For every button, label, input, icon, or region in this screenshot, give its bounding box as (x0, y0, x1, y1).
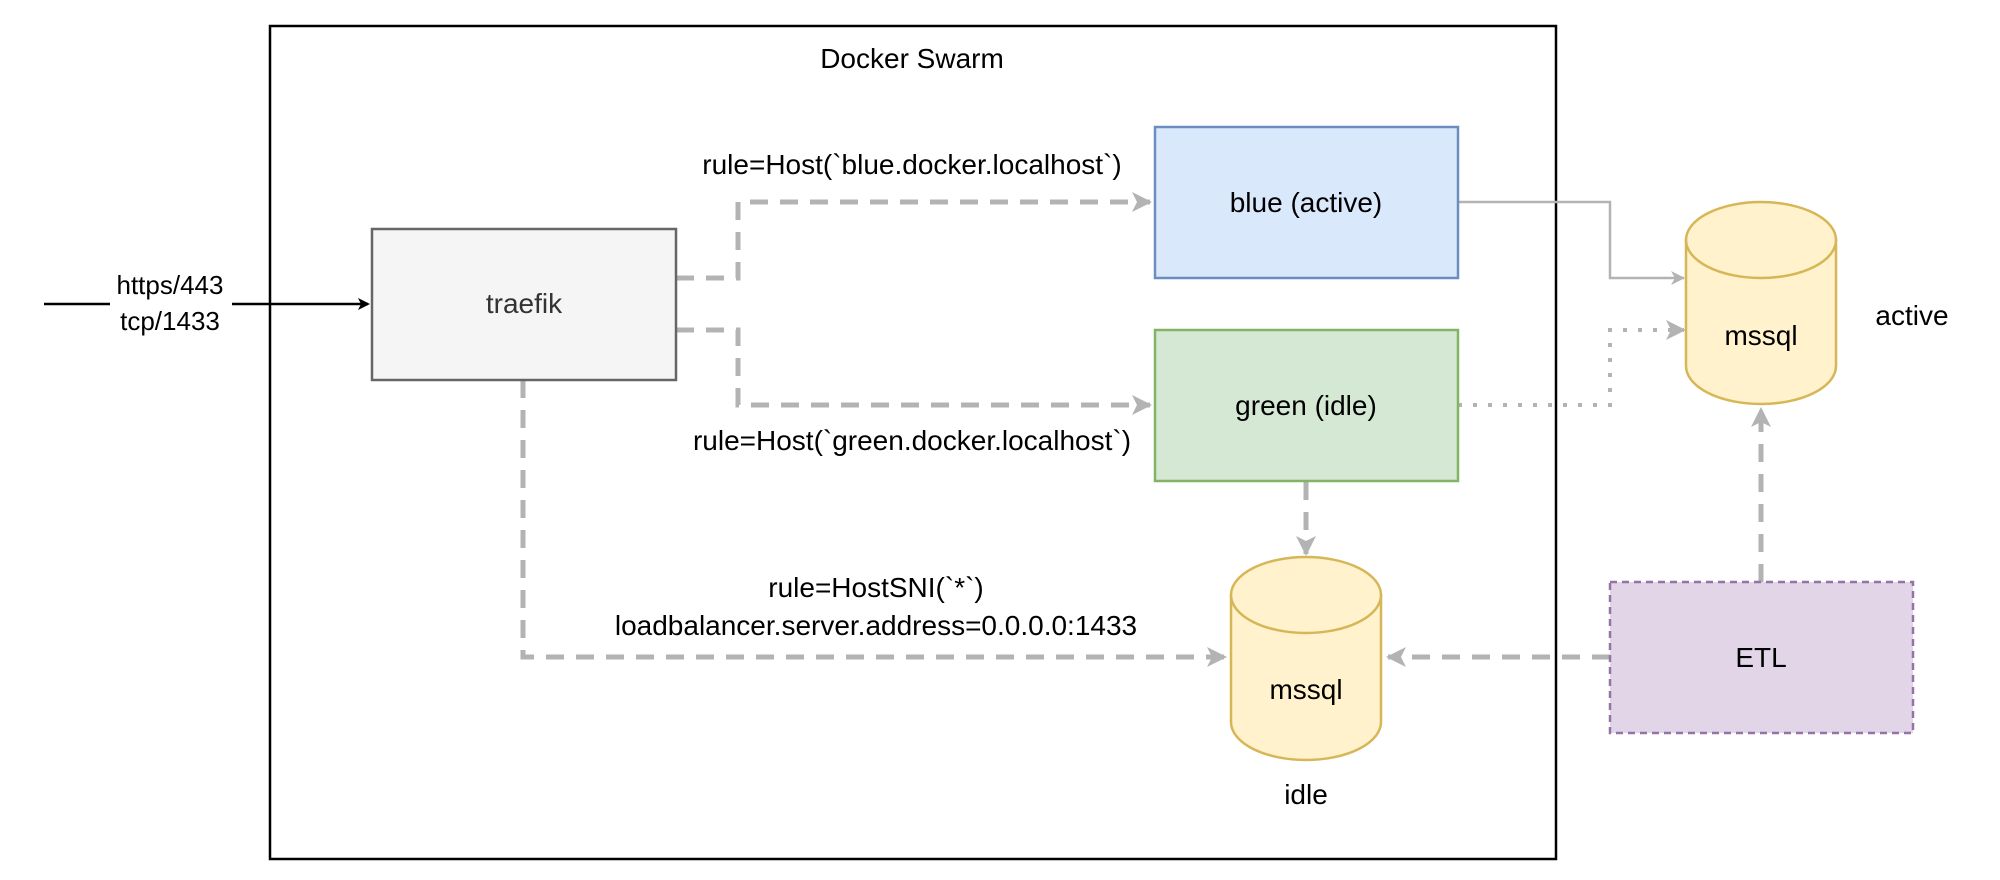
active-database-label: mssql (1724, 320, 1797, 351)
idle-database-label: mssql (1269, 674, 1342, 705)
traefik-label: traefik (486, 288, 563, 319)
edge-traefik-to-green (676, 327, 1152, 415)
rule-sni-label: rule=HostSNI(`*`) (768, 572, 983, 603)
edge-green-to-active-db (1458, 320, 1686, 407)
idle-database-status: idle (1284, 779, 1328, 810)
rule-loadbalancer-label: loadbalancer.server.address=0.0.0.0:1433 (615, 610, 1137, 641)
idle-database-icon (1229, 555, 1383, 762)
blue-service-label: blue (active) (1230, 187, 1383, 218)
incoming-label-https: https/443 (117, 270, 224, 300)
etl-label: ETL (1735, 642, 1786, 673)
edge-blue-to-active-db (1458, 200, 1685, 285)
docker-swarm-boundary (268, 24, 1558, 861)
green-service-label: green (idle) (1235, 390, 1377, 421)
blue-service-node (1153, 125, 1460, 280)
edge-traefik-to-blue (676, 192, 1152, 281)
active-database-status: active (1875, 300, 1948, 331)
rule-green-label: rule=Host(`green.docker.localhost`) (693, 425, 1131, 456)
etl-node (1608, 580, 1915, 735)
docker-swarm-title: Docker Swarm (820, 43, 1004, 74)
incoming-label-bg (110, 268, 232, 338)
edge-traefik-to-idle-db (520, 380, 1227, 667)
incoming-label-tcp: tcp/1433 (120, 306, 220, 336)
green-service-node (1153, 328, 1460, 483)
rule-blue-label: rule=Host(`blue.docker.localhost`) (702, 149, 1121, 180)
active-database-icon (1684, 200, 1838, 406)
traefik-node (370, 227, 678, 382)
